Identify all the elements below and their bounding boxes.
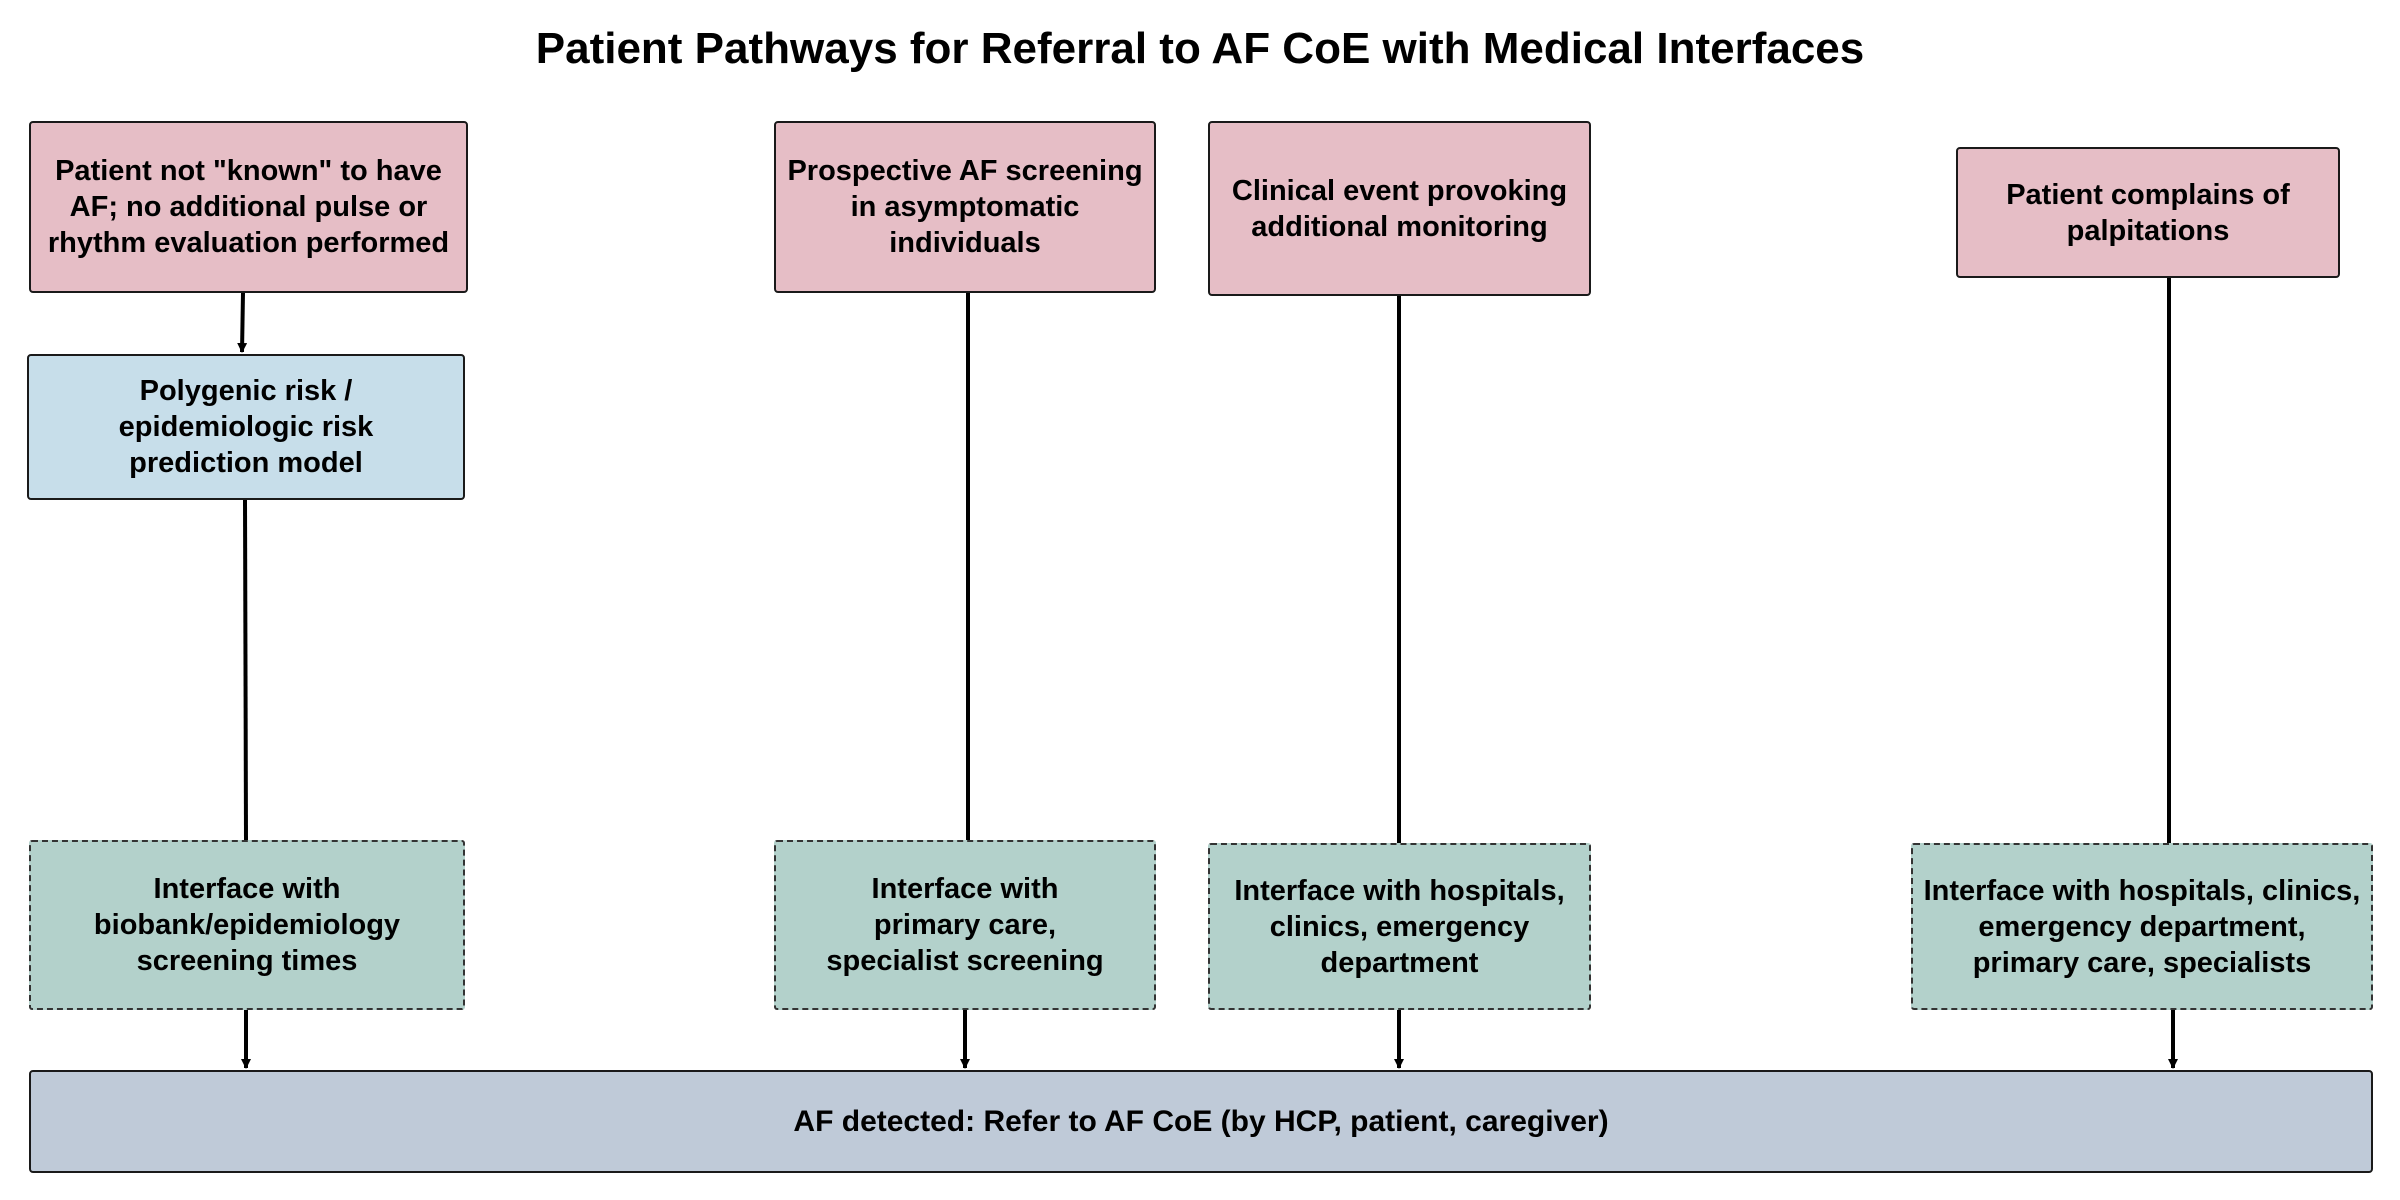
outcome-box: AF detected: Refer to AF CoE (by HCP, pa… <box>29 1070 2373 1173</box>
interface-box-primary-care: Interface with primary care, specialist … <box>774 840 1156 1010</box>
entry-box-not-known-af: Patient not "known" to have AF; no addit… <box>29 121 468 293</box>
entry-box-label: Patient complains of palpitations <box>2006 178 2290 247</box>
interface-box-label: Interface with primary care, specialist … <box>826 873 1104 977</box>
entry-box-label: Prospective AF screening in asymptomatic… <box>787 155 1143 259</box>
entry-box-clinical-event: Clinical event provoking additional moni… <box>1208 121 1591 296</box>
interface-box-hospitals: Interface with hospitals, clinics, emerg… <box>1208 843 1591 1010</box>
diagram-title: Patient Pathways for Referral to AF CoE … <box>535 24 1865 73</box>
interface-box-label: Interface with biobank/epidemiology scre… <box>93 873 401 977</box>
entry-box-label: Patient not "known" to have AF; no addit… <box>47 155 450 259</box>
interface-box-label: Interface with hospitals, clinics, emerg… <box>1923 874 2361 979</box>
line-model-to-interface1 <box>243 499 248 841</box>
arrow-entry1-to-model <box>237 292 248 353</box>
risk-model-label: Polygenic risk / epidemiologic risk pred… <box>118 375 374 479</box>
entry-box-prospective-screening: Prospective AF screening in asymptomatic… <box>774 121 1156 293</box>
entry-box-label: Clinical event provoking additional moni… <box>1231 174 1568 243</box>
interface-box-hospitals-primary-specialists: Interface with hospitals, clinics, emerg… <box>1911 843 2373 1010</box>
entry-box-palpitations: Patient complains of palpitations <box>1956 147 2340 278</box>
interface-box-label: Interface with hospitals, clinics, emerg… <box>1234 874 1565 979</box>
risk-model-box: Polygenic risk / epidemiologic risk pred… <box>27 354 465 500</box>
interface-box-biobank: Interface with biobank/epidemiology scre… <box>29 840 465 1010</box>
outcome-label: AF detected: Refer to AF CoE (by HCP, pa… <box>793 1104 1609 1138</box>
